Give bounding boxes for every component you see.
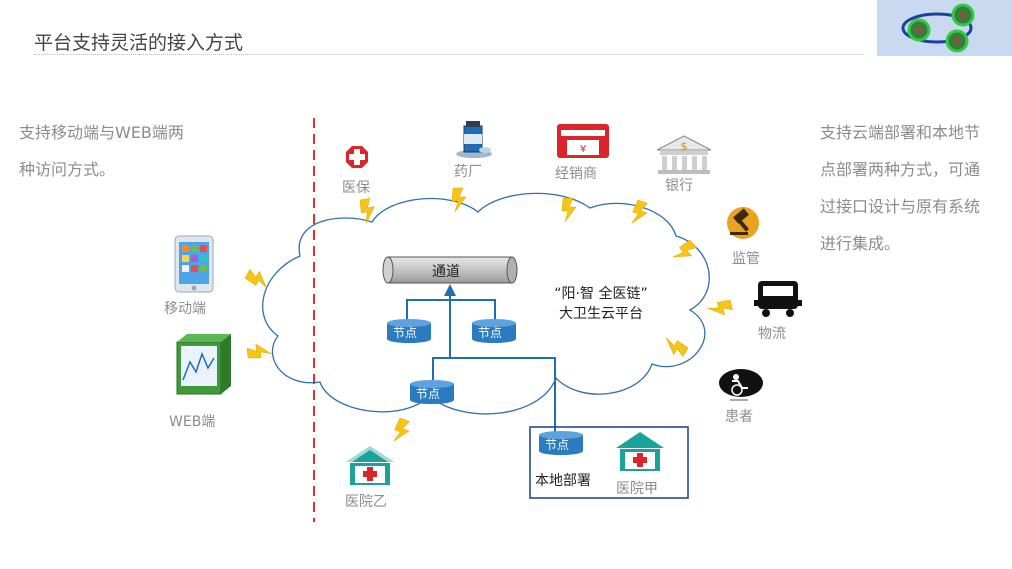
bank-label: 银行 — [665, 178, 693, 194]
medical-insurance-icon — [346, 146, 368, 168]
node-cylinder — [472, 319, 516, 343]
mobile-phone-icon — [174, 235, 214, 293]
svg-text:+: + — [952, 34, 962, 48]
right-description: 支持云端部署和本地节 点部署两种方式，可通 过接口设计与原有系统 进行集成。 — [820, 114, 1005, 262]
local-deploy-label: 本地部署 — [535, 473, 591, 489]
mobile-label: 移动端 — [164, 301, 206, 317]
platform-name-line: 大卫生云平台 — [559, 306, 643, 322]
node-label: 节点 — [416, 387, 441, 401]
node-label: 节点 — [545, 438, 570, 452]
platform-name-line: “阳·智 全医链” — [554, 286, 648, 302]
cloud-shape — [262, 192, 710, 415]
distributor-label: 经销商 — [555, 166, 597, 182]
hospital-b-label: 医院乙 — [345, 494, 387, 510]
node-label: 节点 — [393, 326, 418, 340]
node-cylinder — [539, 431, 583, 455]
svg-text:¥: ¥ — [580, 144, 586, 155]
right-description-line: 支持云端部署和本地节 — [820, 123, 981, 142]
node-connectors — [406, 288, 556, 432]
hospital-b-icon — [346, 446, 394, 485]
title-divider — [34, 54, 864, 55]
company-logo: + + + — [877, 0, 1012, 56]
web-label: WEB端 — [169, 414, 216, 430]
logistics-label: 物流 — [758, 326, 786, 342]
right-description-line: 过接口设计与原有系统 — [820, 197, 981, 216]
node-cylinder — [410, 380, 454, 404]
svg-text:+: + — [958, 8, 968, 22]
node-label: 节点 — [478, 326, 503, 340]
left-description-line: 支持移动端与WEB端两 — [19, 123, 184, 142]
channel-pipe — [382, 256, 518, 284]
patient-wheelchair-icon — [719, 369, 763, 401]
regulator-gavel-icon — [727, 207, 759, 239]
distributor-shop-icon: ¥ — [557, 124, 609, 158]
web-monitor-icon — [176, 334, 231, 395]
insurance-label: 医保 — [342, 180, 370, 196]
local-deployment-box — [529, 426, 689, 499]
svg-text:$: $ — [681, 140, 688, 153]
pharma-label: 药厂 — [454, 164, 482, 180]
left-description: 支持移动端与WEB端两 种访问方式。 — [19, 114, 229, 188]
right-description-line: 进行集成。 — [820, 234, 901, 253]
arrow-head-icon — [444, 284, 456, 296]
platform-name: “阳·智 全医链” 大卫生云平台 — [546, 283, 656, 323]
patient-label: 患者 — [725, 409, 753, 425]
logistics-truck-icon — [754, 281, 802, 317]
left-description-line: 种访问方式。 — [19, 160, 116, 179]
node-cylinder — [387, 319, 431, 343]
pharma-bottle-icon — [456, 121, 492, 158]
channel-label: 通道 — [432, 264, 460, 280]
logo-icon: + + + — [901, 3, 975, 53]
hospital-a-label: 医院甲 — [616, 481, 658, 497]
hospital-a-icon — [616, 432, 664, 471]
bank-icon: $ — [656, 135, 712, 174]
lightning-icon — [244, 187, 734, 446]
right-description-line: 点部署两种方式，可通 — [820, 160, 981, 179]
page-title: 平台支持灵活的接入方式 — [34, 32, 244, 54]
svg-text:+: + — [914, 23, 924, 37]
regulator-label: 监管 — [732, 251, 760, 267]
